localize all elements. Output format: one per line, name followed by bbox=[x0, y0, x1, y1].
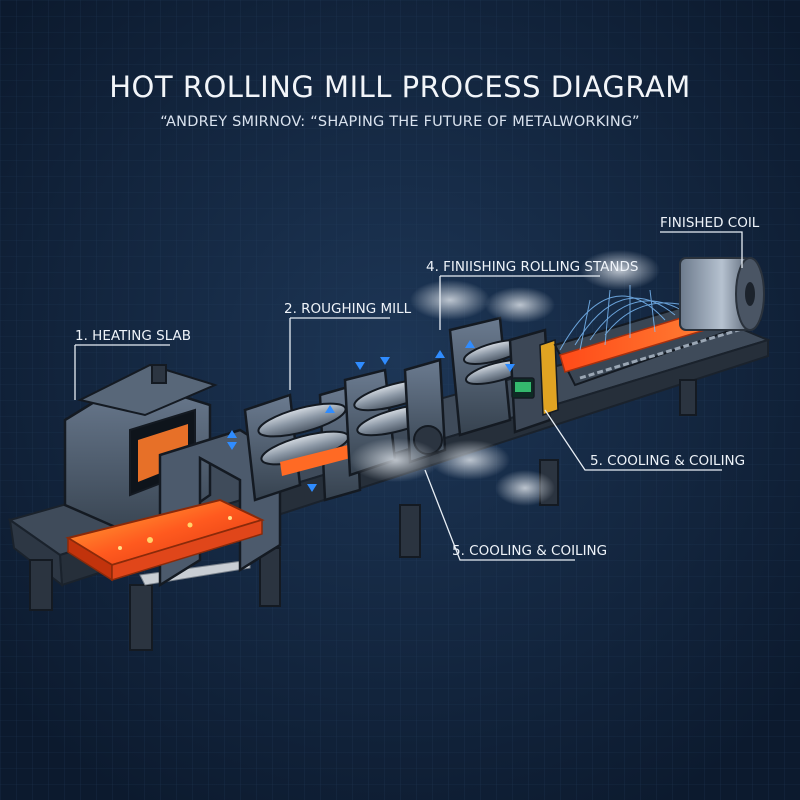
leader-lines bbox=[74, 231, 743, 561]
callout-heating-slab: 1. HEATING SLAB bbox=[75, 328, 192, 344]
flow-arrows bbox=[227, 340, 515, 492]
callout-finished-coil: FINISHED COIL bbox=[660, 215, 760, 231]
steam-clouds bbox=[350, 250, 660, 506]
cooling-spray bbox=[559, 285, 696, 351]
hot-slab bbox=[65, 498, 265, 582]
callout-roughing-mill: 2. ROUGHING MILL bbox=[284, 301, 412, 317]
callout-cooling-coiling-right: 5. COOLING & COILING bbox=[590, 453, 746, 469]
finished-coil bbox=[679, 257, 765, 331]
callout-cooling-coiling-bottom: 5. COOLING & COILING bbox=[452, 543, 608, 559]
page-title: HOT ROLLING MILL PROCESS DIAGRAM bbox=[109, 70, 691, 104]
callout-finishing-stands: 4. FINIISHING ROLLING STANDS bbox=[426, 259, 639, 275]
page-subtitle: “ANDREY SMIRNOV: “SHAPING THE FUTURE OF … bbox=[160, 114, 640, 130]
